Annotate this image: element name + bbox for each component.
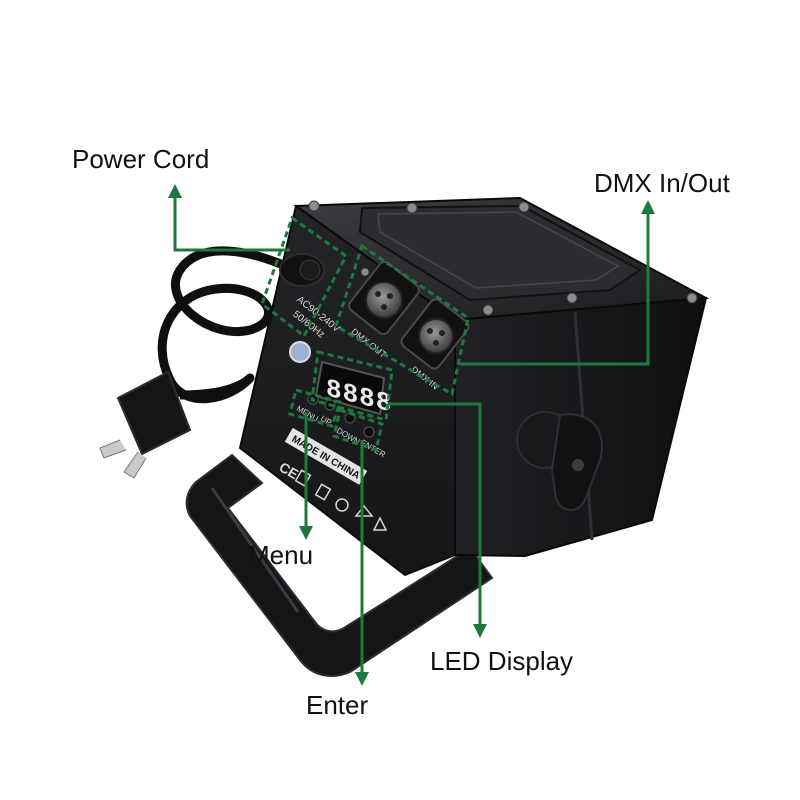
callout-led-display: LED Display [430, 646, 574, 676]
callout-menu: Menu [248, 540, 314, 570]
callout-enter: Enter [306, 690, 369, 720]
dmx-highlight [334, 243, 470, 397]
callout-lines [168, 184, 655, 686]
menu-highlight [288, 388, 342, 428]
callout-power-cord: Power Cord [72, 144, 210, 174]
led-display-highlight [310, 350, 394, 422]
led-display: 8888 [314, 360, 392, 420]
mounting-bracket [185, 453, 494, 677]
bracket-knob [516, 411, 603, 511]
enter-button-physical [363, 426, 375, 438]
warning-sticker [289, 341, 311, 363]
enter-highlight [332, 408, 384, 452]
dmx-out-connector [348, 261, 420, 335]
callout-dmx-in-out: DMX In/Out [594, 168, 730, 198]
power-cord-highlight [260, 215, 348, 339]
power-plug [99, 370, 192, 479]
dmx-in-connector [400, 298, 470, 370]
callout-highlights [260, 215, 470, 452]
